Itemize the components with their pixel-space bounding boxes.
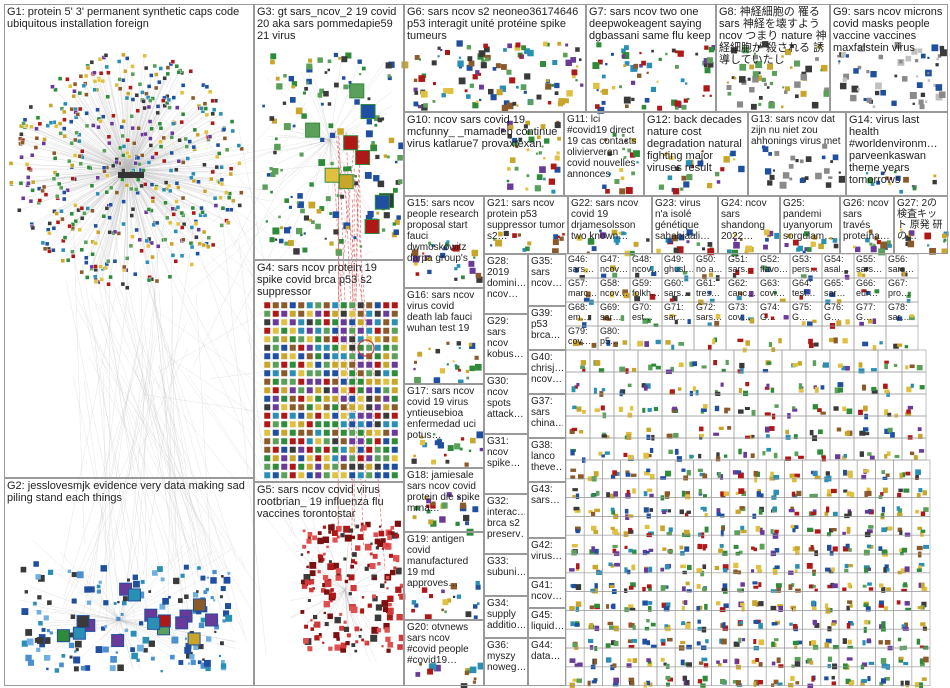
group-box: [529, 579, 566, 608]
group-box: [485, 255, 528, 314]
group-box: [529, 483, 566, 538]
group-box: [781, 197, 840, 254]
group-box: [719, 197, 780, 254]
group-box: [847, 113, 948, 196]
group-box: [587, 5, 716, 112]
group-box: [485, 375, 528, 434]
group-box: [255, 5, 404, 260]
group-box: [529, 395, 566, 438]
group-box: [529, 439, 566, 482]
group-box: [569, 197, 652, 254]
group-box: [529, 255, 566, 306]
group-box: [895, 197, 948, 254]
group-box: [529, 639, 566, 686]
group-box: [485, 639, 528, 686]
group-box: [831, 5, 948, 112]
group-box: [485, 495, 528, 554]
group-box: [485, 315, 528, 374]
group-box: [485, 555, 528, 596]
group-box: [529, 539, 566, 578]
group-box: [717, 5, 830, 112]
group-box: [529, 609, 566, 638]
group-box: [529, 351, 566, 394]
group-box: [529, 307, 566, 350]
group-box: [485, 597, 528, 638]
group-box: [485, 435, 528, 494]
